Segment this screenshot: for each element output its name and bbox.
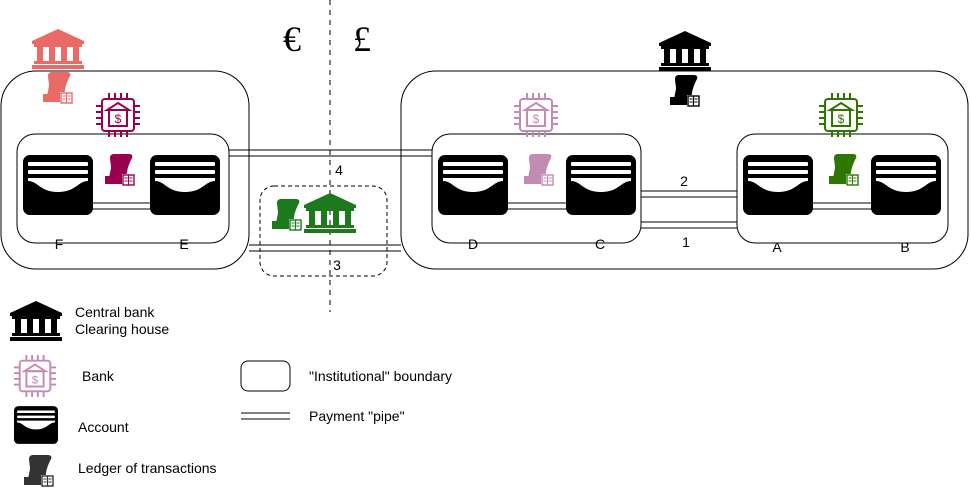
pound-central-bank-icon <box>659 31 711 71</box>
euro-central-bank-icon <box>32 29 84 69</box>
legend-ledger-label: Ledger of transactions <box>78 460 217 476</box>
pipe-label-3: 3 <box>333 257 341 273</box>
pipe-3 <box>249 244 401 252</box>
bank-chip-icon-left <box>95 92 141 138</box>
legend-account-icon <box>14 406 58 444</box>
legend-bank-icon <box>13 354 57 398</box>
bank-ledger-icon-middle <box>524 154 554 186</box>
pound-bank-boundary-left <box>431 133 642 244</box>
legend-central-bank-line2: Clearing house <box>75 321 169 337</box>
account-icon-d <box>438 155 508 215</box>
pound-central-ledger-icon <box>670 75 700 107</box>
pipe-label-2: 2 <box>680 173 688 189</box>
legend-ledger-icon <box>24 455 54 487</box>
euro-symbol: € <box>283 19 301 59</box>
pipe-1 <box>641 221 737 229</box>
pipe-inner-euro <box>86 202 155 210</box>
euro-bank-boundary <box>16 133 230 244</box>
pound-central-bank-boundary <box>400 70 969 270</box>
account-icon-e <box>150 155 220 215</box>
legend-central-bank-icon <box>10 301 62 341</box>
bank-ledger-icon-right <box>829 154 859 186</box>
clearing-ledger-icon <box>272 199 302 231</box>
pipe-2 <box>641 190 737 198</box>
legend-pipe-icon <box>241 412 290 420</box>
account-label-f: F <box>55 236 64 252</box>
account-icon-f <box>23 155 93 215</box>
pound-bank-boundary-right <box>736 133 949 244</box>
legend-pipe-label: Payment "pipe" <box>309 408 405 424</box>
bank-ledger-icon-left <box>105 154 135 186</box>
bank-chip-icon-right <box>818 92 864 138</box>
account-icon-a <box>743 155 813 215</box>
bank-chip-icon-middle <box>513 92 559 138</box>
account-icon-b <box>871 155 941 215</box>
legend-bank-label: Bank <box>82 368 115 384</box>
pipe-inner-pound-left <box>503 202 571 210</box>
account-label-d: D <box>468 236 478 252</box>
legend-central-bank-line1: Central bank <box>75 304 155 320</box>
legend-boundary-icon <box>240 360 291 392</box>
account-label-b: B <box>900 239 909 255</box>
legend: Central bank Clearing house Bank Account… <box>10 301 452 487</box>
euro-central-bank-boundary <box>0 70 250 270</box>
account-label-e: E <box>179 236 188 252</box>
clearing-house-boundary <box>259 185 388 277</box>
pipe-4 <box>229 149 432 157</box>
euro-central-ledger-icon <box>43 72 73 104</box>
account-label-c: C <box>595 236 605 252</box>
pipe-label-4: 4 <box>335 162 343 178</box>
account-icon-c <box>566 155 636 215</box>
pipe-label-1: 1 <box>682 234 690 250</box>
account-label-a: A <box>772 239 782 255</box>
legend-boundary-label: "Institutional" boundary <box>309 368 452 384</box>
legend-account-label: Account <box>78 419 129 435</box>
pound-symbol: £ <box>353 19 371 59</box>
pipe-inner-pound-right <box>808 202 876 210</box>
